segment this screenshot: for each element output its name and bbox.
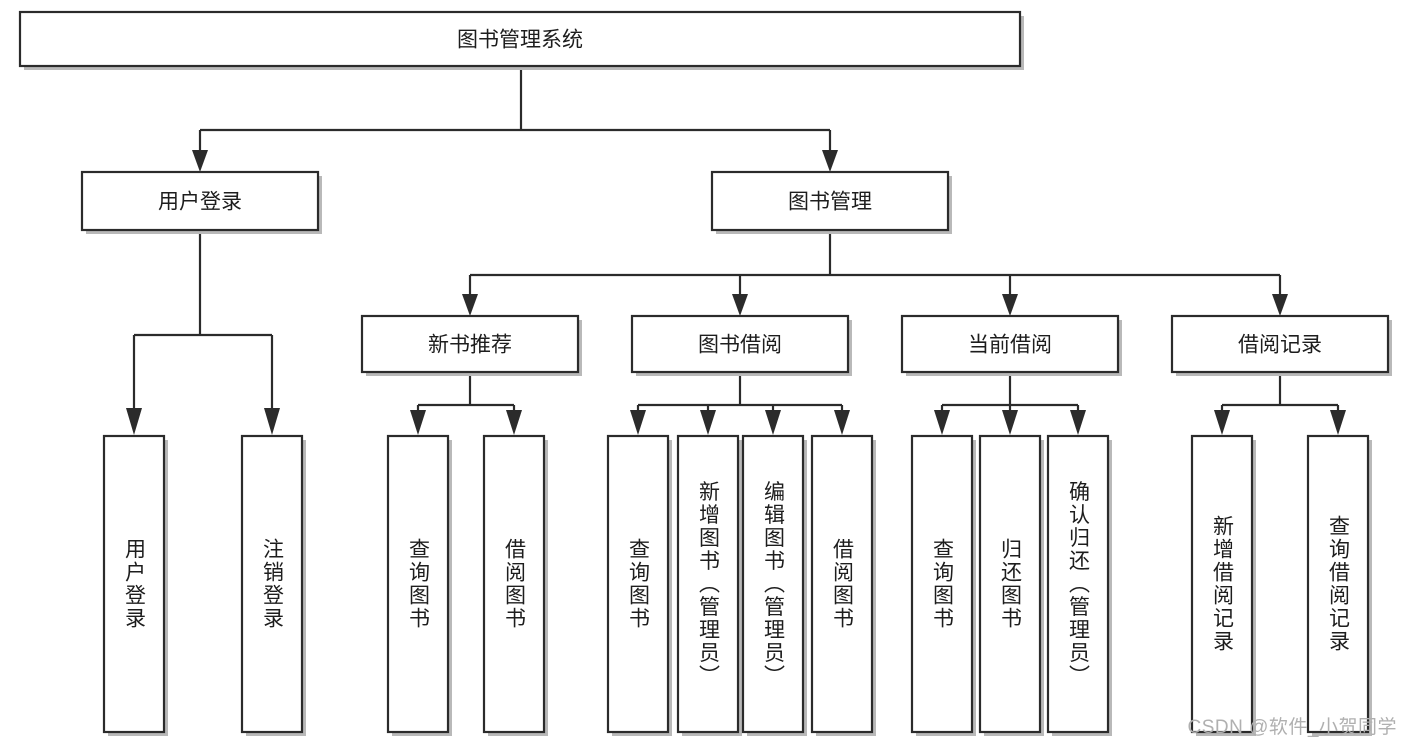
leaf-edit-book-admin[interactable]: 编辑图书（管理员） [741,434,807,736]
leaf-borrow-book-2-label: 借阅图书 [831,538,855,630]
leaf-add-book-label: 新增图书（管理员） [697,481,721,688]
node-current-borrow[interactable]: 当前借阅 [900,314,1122,376]
arrow-to-current-borrow [1002,294,1018,316]
borrow-record-label: 借阅记录 [1238,334,1322,357]
leaf-query-book-1-label: 查询图书 [407,538,431,630]
book-borrow-box [630,314,850,374]
arrow-current-borrow-leaf-2 [1002,410,1018,435]
arrow-new-book-leaf-1 [410,410,426,435]
borrow-record-box [1170,314,1390,374]
current-borrow-label: 当前借阅 [968,334,1052,357]
leaf-query-book-3-box [910,434,974,734]
node-book-borrow[interactable]: 图书借阅 [630,314,852,376]
arrow-current-borrow-leaf-1 [934,410,950,435]
arrow-borrow-record-leaf-2 [1330,410,1346,435]
arrow-book-borrow-leaf-4 [834,410,850,435]
leaf-query-book-2-label: 查询图书 [627,538,651,630]
leaf-logout-label: 注销登录 [261,538,285,630]
node-root[interactable]: 图书管理系统 [18,10,1024,70]
leaf-add-record-box [1190,434,1254,734]
book-manage-label: 图书管理 [788,191,872,214]
leaf-add-record-label: 新增借阅记录 [1211,515,1235,653]
arrow-user-login-leaf-2 [264,408,280,435]
arrow-current-borrow-leaf-3 [1070,410,1086,435]
arrow-to-borrow-record [1272,294,1288,316]
node-user-login[interactable]: 用户登录 [80,170,322,234]
leaf-query-book-2-box [606,434,670,734]
leaf-query-record-box [1306,434,1370,734]
leaf-edit-book-label: 编辑图书（管理员） [762,481,786,688]
arrow-to-user-login [192,150,208,172]
leaf-user-login-box [102,434,166,734]
arrow-book-borrow-leaf-2 [700,410,716,435]
root-label: 图书管理系统 [457,29,583,52]
leaf-query-record-label: 查询借阅记录 [1327,515,1351,653]
current-borrow-box [900,314,1120,374]
leaf-add-borrow-record[interactable]: 新增借阅记录 [1190,434,1256,736]
arrow-book-borrow-leaf-1 [630,410,646,435]
arrow-user-login-leaf-1 [126,408,142,435]
leaf-borrow-book[interactable]: 借阅图书 [810,434,876,736]
leaf-query-book-borrow[interactable]: 查询图书 [606,434,672,736]
leaf-borrow-book-2-box [810,434,874,734]
leaf-query-book-recommend[interactable]: 查询图书 [386,434,452,736]
arrow-borrow-record-leaf-1 [1214,410,1230,435]
leaf-return-book[interactable]: 归还图书 [978,434,1044,736]
leaf-confirm-return-box [1046,434,1110,734]
leaf-logout[interactable]: 注销登录 [240,434,306,736]
leaf-logout-box [240,434,304,734]
leaf-return-book-box [978,434,1042,734]
leaf-add-book-box [676,434,740,734]
leaf-confirm-return-label: 确认归还（管理员） [1067,481,1091,688]
book-manage-box [710,170,950,232]
arrow-book-borrow-leaf-3 [765,410,781,435]
leaf-query-borrow-record[interactable]: 查询借阅记录 [1306,434,1372,736]
new-book-label: 新书推荐 [428,334,512,357]
leaf-confirm-return-admin[interactable]: 确认归还（管理员） [1046,434,1112,736]
node-book-manage[interactable]: 图书管理 [710,170,952,234]
leaf-query-book-current[interactable]: 查询图书 [910,434,976,736]
leaf-user-login-label: 用户登录 [123,538,147,630]
leaf-user-login[interactable]: 用户登录 [102,434,168,736]
new-book-box [360,314,580,374]
leaf-borrow-book-recommend[interactable]: 借阅图书 [482,434,548,736]
book-borrow-label: 图书借阅 [698,334,782,357]
leaf-query-book-1-box [386,434,450,734]
node-borrow-record[interactable]: 借阅记录 [1170,314,1392,376]
arrow-to-book-borrow [732,294,748,316]
node-new-book-recommend[interactable]: 新书推荐 [360,314,582,376]
edge-layer [126,69,1346,435]
leaf-query-book-3-label: 查询图书 [931,538,955,630]
leaf-add-book-admin[interactable]: 新增图书（管理员） [676,434,742,736]
arrow-to-book-manage [822,150,838,172]
leaf-return-book-label: 归还图书 [999,538,1023,630]
arrow-to-new-book [462,294,478,316]
user-login-label: 用户登录 [158,191,242,214]
user-login-box [80,170,320,232]
leaf-edit-book-box [741,434,805,734]
leaf-borrow-book-1-box [482,434,546,734]
leaf-borrow-book-1-label: 借阅图书 [503,538,527,630]
root-box [18,10,1022,68]
arrow-new-book-leaf-2 [506,410,522,435]
